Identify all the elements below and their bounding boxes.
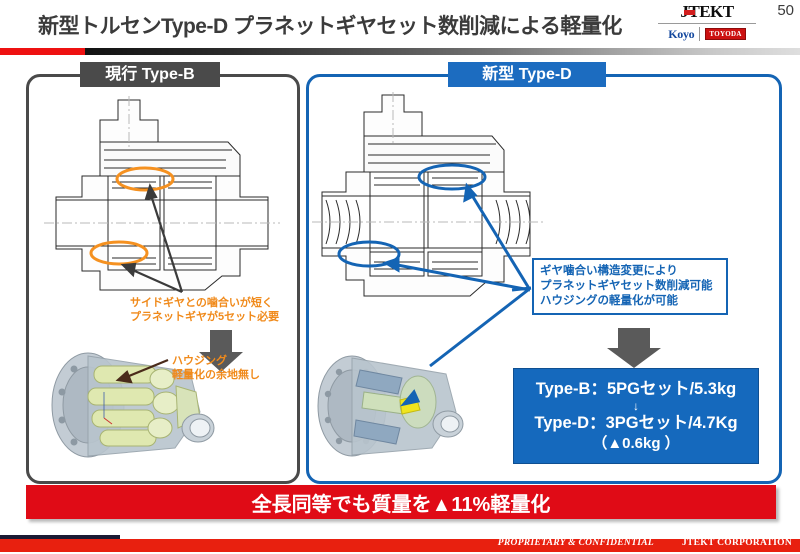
result-line-delta: （▲0.6kg ）: [592, 434, 680, 452]
footer-confidential: PROPRIETARY & CONFIDENTIAL: [497, 538, 654, 548]
result-line-type-b: Type-B：5PGセット/5.3kg: [535, 379, 737, 398]
result-box-weight-comparison: Type-B：5PGセット/5.3kg ↓ Type-D：3PGセット/4.7K…: [513, 368, 759, 464]
panel-current-type-b: [26, 74, 300, 484]
info-box-line1: ギヤ噛合い構造変更により: [540, 265, 678, 277]
koyo-wordmark: Koyo: [668, 26, 695, 41]
logo-divider: [658, 23, 756, 24]
header-rule-gradient: [85, 48, 800, 55]
toyoda-badge: TOYODA: [705, 28, 746, 40]
footer: PROPRIETARY & CONFIDENTIAL JTEKT CORPORAT…: [0, 535, 800, 554]
note-left-gear-mesh: サイドギヤとの噛合いが短く プラネットギヤが5セット必要: [130, 296, 279, 324]
page-title: 新型トルセンType-D プラネットギヤセット数削減による軽量化: [38, 15, 622, 38]
footer-red-band: [0, 539, 800, 552]
jtekt-wordmark: JTEKT: [658, 2, 756, 22]
badge-type-d: 新型 Type-D: [448, 62, 606, 87]
footer-text: PROPRIETARY & CONFIDENTIAL JTEKT CORPORAT…: [498, 538, 792, 548]
header-rule: [0, 48, 800, 55]
jtekt-red-accent-icon: [684, 10, 695, 15]
header-rule-red: [0, 48, 85, 55]
summary-banner: 全長同等でも質量を▲11%軽量化: [26, 485, 776, 519]
info-box-line3: ハウジングの軽量化が可能: [540, 295, 678, 307]
badge-type-b: 現行 Type-B: [80, 62, 220, 87]
note-left-housing-line2: 軽量化の余地無し: [172, 369, 260, 381]
note-left-gear-mesh-line1: サイドギヤとの噛合いが短く: [130, 297, 273, 309]
jtekt-wordmark-text: JTEKT: [680, 2, 734, 21]
info-box-line2: プラネットギヤセット数削減可能: [540, 280, 713, 292]
note-left-housing: ハウジング 軽量化の余地無し: [172, 354, 260, 382]
jtekt-logo: JTEKT Koyo TOYODA: [658, 2, 756, 46]
logo-vertical-divider: [699, 27, 701, 41]
footer-company: JTEKT CORPORATION: [681, 538, 792, 548]
logo-sub-row: Koyo TOYODA: [658, 26, 756, 42]
note-left-housing-line1: ハウジング: [172, 355, 227, 367]
page-number: 50: [777, 2, 794, 19]
note-left-gear-mesh-line2: プラネットギヤが5セット必要: [130, 311, 280, 323]
result-line-type-d: Type-D：3PGセット/4.7Kg: [534, 413, 738, 432]
info-box-benefits: ギヤ噛合い構造変更により プラネットギヤセット数削減可能 ハウジングの軽量化が可…: [532, 258, 728, 315]
result-arrow-icon: ↓: [633, 398, 639, 413]
